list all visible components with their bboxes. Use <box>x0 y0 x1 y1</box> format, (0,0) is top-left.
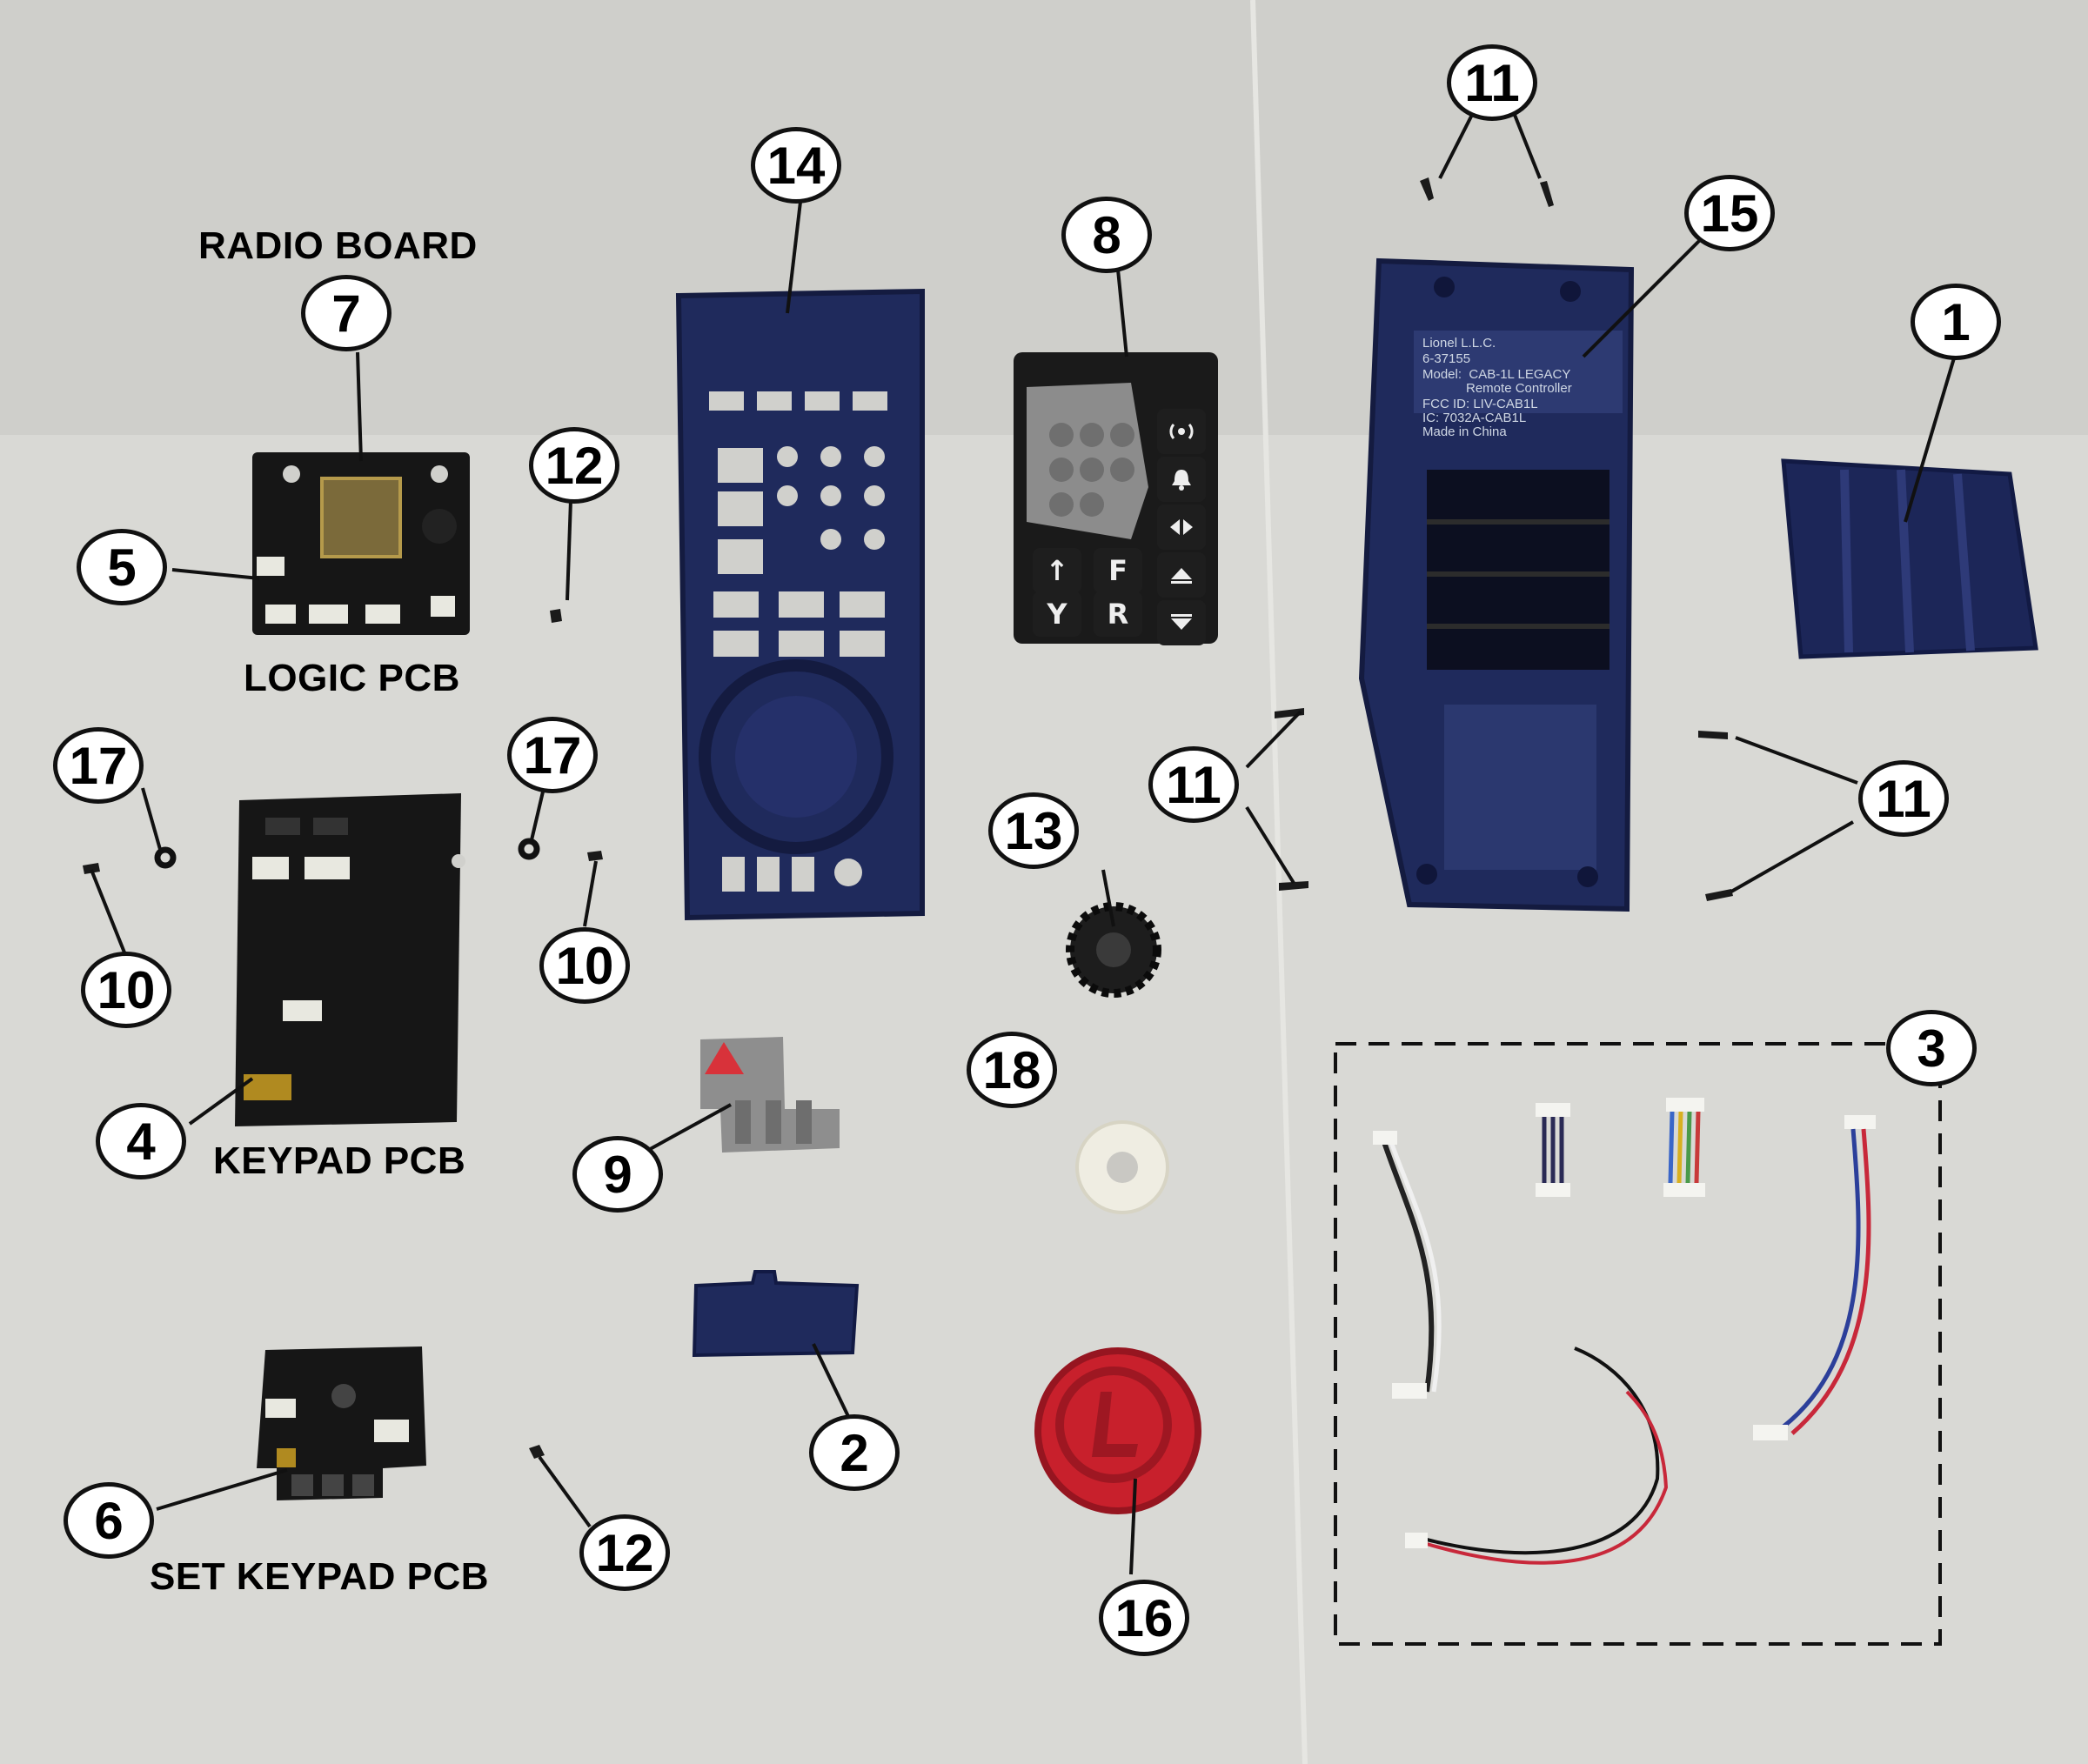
keypad-pcb <box>235 793 465 1126</box>
thumbwheel-gear <box>1066 902 1161 998</box>
callout-9: 9 <box>572 1136 663 1213</box>
callout-14: 14 <box>751 127 841 204</box>
callout-8: 8 <box>1061 197 1152 273</box>
callout-13: 13 <box>988 792 1079 869</box>
callout-11-right: 11 <box>1858 760 1949 837</box>
screws <box>83 177 1733 1459</box>
callout-17-left: 17 <box>53 727 144 804</box>
grey-button-pad <box>700 1037 840 1153</box>
shell-label-line1: Lionel L.L.C. <box>1422 336 1496 351</box>
callout-15: 15 <box>1684 175 1775 251</box>
front-housing-frame <box>675 288 925 921</box>
callout-12-upper: 12 <box>529 427 619 504</box>
label-set-keypad-pcb: SET KEYPAD PCB <box>150 1555 490 1598</box>
label-logic-pcb: LOGIC PCB <box>244 657 460 699</box>
callout-18: 18 <box>967 1032 1057 1108</box>
label-keypad-pcb: KEYPAD PCB <box>213 1139 466 1182</box>
label-radio-board: RADIO BOARD <box>198 224 478 267</box>
shell-label-line4: Remote Controller <box>1422 381 1572 396</box>
rear-shell <box>1358 257 1635 912</box>
callout-10-left: 10 <box>81 952 171 1028</box>
brake-icon <box>1157 600 1206 645</box>
o-rings <box>154 838 540 869</box>
boost-icon <box>1157 552 1206 598</box>
set-keypad-pcb <box>257 1346 426 1500</box>
callout-2: 2 <box>809 1414 900 1491</box>
keypad-key-y: Y <box>1033 591 1081 637</box>
logic-pcb <box>252 452 470 635</box>
cable-set <box>1334 1042 1942 1646</box>
small-blue-cover <box>692 1270 860 1358</box>
shell-label-line6: IC: 7032A-CAB1L <box>1422 411 1527 425</box>
shell-label-line2: 6-37155 <box>1422 351 1471 366</box>
callout-5: 5 <box>77 529 167 605</box>
horn-icon <box>1157 409 1206 454</box>
callout-11-top: 11 <box>1447 44 1537 121</box>
bell-icon <box>1157 457 1206 502</box>
shell-label-line7: Made in China <box>1422 424 1507 439</box>
callout-10-right: 10 <box>539 927 630 1004</box>
felt-washer <box>1075 1120 1169 1214</box>
keypad-key-up: ↑ <box>1033 548 1081 593</box>
keypad-key-f: F <box>1094 548 1142 593</box>
callout-12-lower: 12 <box>579 1514 670 1591</box>
callout-1: 1 <box>1911 284 2001 360</box>
battery-cover <box>1781 458 2038 659</box>
shell-label-line3: Model: CAB-1L LEGACY <box>1422 367 1571 382</box>
keypad-key-r: R <box>1094 591 1142 637</box>
shell-label-line5: FCC ID: LIV-CAB1L <box>1422 397 1538 411</box>
callout-3: 3 <box>1886 1010 1977 1086</box>
callout-7: 7 <box>301 275 392 351</box>
leader-lines <box>90 105 1958 1575</box>
callout-11-middle: 11 <box>1148 746 1239 823</box>
callout-4: 4 <box>96 1103 186 1179</box>
callout-6: 6 <box>64 1482 154 1559</box>
red-throttle-knob <box>1034 1347 1201 1514</box>
callout-17-right: 17 <box>507 717 598 793</box>
direction-icon <box>1157 504 1206 550</box>
callout-16: 16 <box>1099 1580 1189 1656</box>
